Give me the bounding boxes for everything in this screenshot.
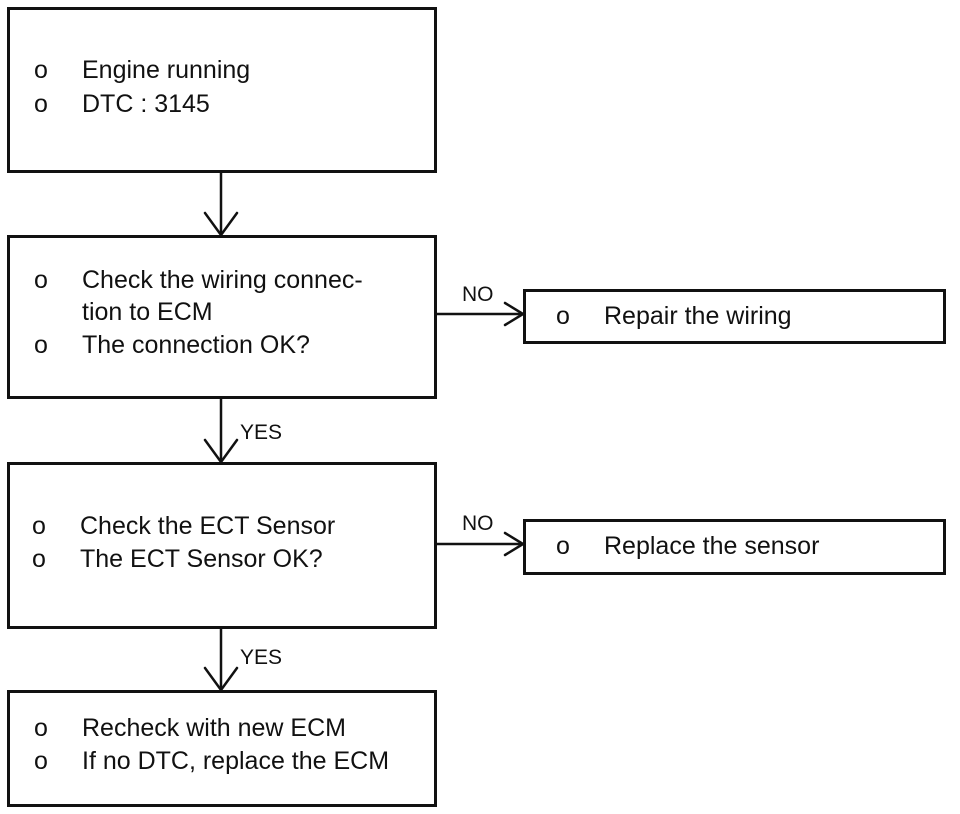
bullet: o <box>32 545 46 573</box>
repair-wiring-box: o Repair the wiring <box>523 289 946 344</box>
replace-sensor-text: Replace the sensor <box>604 532 820 560</box>
start-condition-box: o Engine running o DTC : 3145 <box>7 7 437 173</box>
check-ect-box: o Check the ECT Sensor o The ECT Sensor … <box>7 462 437 629</box>
check-ect-question: The ECT Sensor OK? <box>80 545 323 573</box>
edge-label-ect-yes: YES <box>240 646 283 669</box>
check-ect-text: Check the ECT Sensor <box>80 512 336 540</box>
edge-label-wiring-no: NO <box>462 283 494 306</box>
replace-ecm-text: If no DTC, replace the ECM <box>82 747 390 775</box>
bullet: o <box>34 747 48 775</box>
bullet: o <box>34 266 48 294</box>
check-wiring-line-1: Check the wiring connec- <box>82 266 363 294</box>
bullet: o <box>556 532 570 560</box>
bullet: o <box>34 90 48 118</box>
replace-sensor-box: o Replace the sensor <box>523 519 946 575</box>
bullet: o <box>34 56 48 84</box>
repair-wiring-text: Repair the wiring <box>604 302 792 330</box>
check-wiring-question: The connection OK? <box>82 331 310 359</box>
recheck-ecm-box: o Recheck with new ECM o If no DTC, repl… <box>7 690 437 807</box>
check-wiring-box: o Check the wiring connec- tion to ECM o… <box>7 235 437 399</box>
start-engine-running: Engine running <box>82 56 251 84</box>
bullet: o <box>34 331 48 359</box>
bullet: o <box>32 512 46 540</box>
recheck-ecm-text: Recheck with new ECM <box>82 714 346 742</box>
edge-label-wiring-yes: YES <box>240 421 283 444</box>
edge-label-ect-no: NO <box>462 512 494 535</box>
start-dtc-code: DTC : 3145 <box>82 90 210 118</box>
bullet: o <box>34 714 48 742</box>
bullet: o <box>556 302 570 330</box>
check-wiring-line-2: tion to ECM <box>82 298 213 326</box>
